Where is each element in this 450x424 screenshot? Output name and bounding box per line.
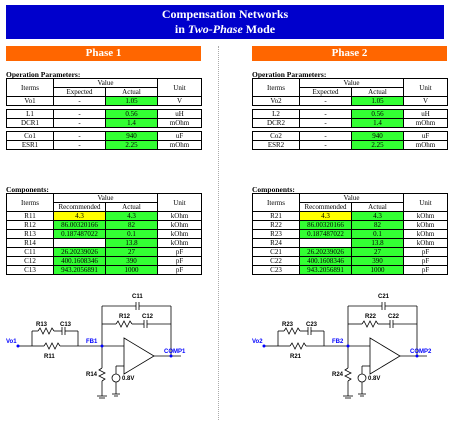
svg-text:R11: R11 <box>44 354 55 360</box>
svg-text:R23: R23 <box>282 322 294 328</box>
actual-input[interactable]: 4.3 <box>104 211 159 221</box>
phase-title: Phase 2 <box>252 46 447 61</box>
panel-divider <box>218 46 224 420</box>
components-label: Components: <box>252 185 295 194</box>
compensation-schematic: Vo2 R23 C23 FB2 C21 R22 C22 R21 COMP2 R2… <box>252 294 432 399</box>
col-item: Iterms <box>252 78 300 97</box>
svg-text:Vo2: Vo2 <box>252 339 263 345</box>
actual-input[interactable]: 1.4 <box>104 118 159 128</box>
actual-input[interactable]: 2.25 <box>104 140 159 150</box>
col-value: Value <box>298 78 405 88</box>
actual-input[interactable]: 2.25 <box>350 140 405 150</box>
svg-text:0.8V: 0.8V <box>122 376 134 382</box>
components-label: Components: <box>6 185 49 194</box>
actual-input[interactable]: 940 <box>104 131 159 141</box>
col-item: Iterms <box>6 78 54 97</box>
actual-input[interactable]: 82 <box>350 220 405 230</box>
actual-input[interactable]: 0.56 <box>104 109 159 119</box>
title-banner: Compensation Networks in Two-Phase Mode <box>6 5 444 39</box>
svg-text:FB1: FB1 <box>86 339 98 345</box>
actual-input[interactable]: 82 <box>104 220 159 230</box>
svg-text:R14: R14 <box>86 372 98 378</box>
svg-text:COMP2: COMP2 <box>410 349 432 355</box>
svg-text:C21: C21 <box>378 294 390 300</box>
actual-input[interactable]: 27 <box>350 247 405 257</box>
actual-input[interactable]: 1000 <box>104 265 159 275</box>
svg-text:C13: C13 <box>60 322 72 328</box>
svg-text:R22: R22 <box>365 314 377 320</box>
svg-text:0.8V: 0.8V <box>368 376 380 382</box>
actual-input[interactable]: 390 <box>350 256 405 266</box>
compensation-schematic: Vo1 R13 C13 FB1 C11 R12 C12 R11 COMP1 R1… <box>6 294 186 399</box>
svg-text:R12: R12 <box>119 314 131 320</box>
actual-input[interactable]: 390 <box>104 256 159 266</box>
svg-text:Vo1: Vo1 <box>6 339 17 345</box>
title-line1: Compensation Networks <box>161 7 289 21</box>
svg-text:C11: C11 <box>132 294 143 300</box>
col-expected: Expected <box>299 87 352 97</box>
col-unit: Unit <box>403 78 449 97</box>
svg-text:R21: R21 <box>290 354 302 360</box>
actual-input[interactable]: 0.1 <box>350 229 405 239</box>
actual-input[interactable]: 4.3 <box>350 211 405 221</box>
actual-input[interactable]: 27 <box>104 247 159 257</box>
svg-text:R13: R13 <box>36 322 48 328</box>
col-actual: Actual <box>350 87 405 97</box>
svg-text:C22: C22 <box>388 314 400 320</box>
svg-text:COMP1: COMP1 <box>164 349 186 355</box>
col-actual: Actual <box>104 87 159 97</box>
actual-input[interactable]: 13.8 <box>104 238 159 248</box>
actual-input[interactable]: 940 <box>350 131 405 141</box>
svg-text:C12: C12 <box>142 314 154 320</box>
svg-text:R24: R24 <box>332 372 344 378</box>
actual-input[interactable]: 0.56 <box>350 109 405 119</box>
actual-input[interactable]: 0.1 <box>104 229 159 239</box>
col-unit: Unit <box>157 78 203 97</box>
actual-input[interactable]: 1000 <box>350 265 405 275</box>
actual-input[interactable]: 13.8 <box>350 238 405 248</box>
operation-parameters-label: Operation Parameters: <box>6 70 81 79</box>
phase-title: Phase 1 <box>6 46 201 61</box>
actual-input[interactable]: 1.4 <box>350 118 405 128</box>
svg-text:FB2: FB2 <box>332 339 344 345</box>
col-expected: Expected <box>53 87 106 97</box>
operation-parameters-label: Operation Parameters: <box>252 70 327 79</box>
col-value: Value <box>52 78 159 88</box>
svg-text:C23: C23 <box>306 322 318 328</box>
actual-input[interactable]: 1.05 <box>350 96 405 106</box>
actual-input[interactable]: 1.05 <box>104 96 159 106</box>
title-line2: in Two-Phase Mode <box>174 22 276 36</box>
